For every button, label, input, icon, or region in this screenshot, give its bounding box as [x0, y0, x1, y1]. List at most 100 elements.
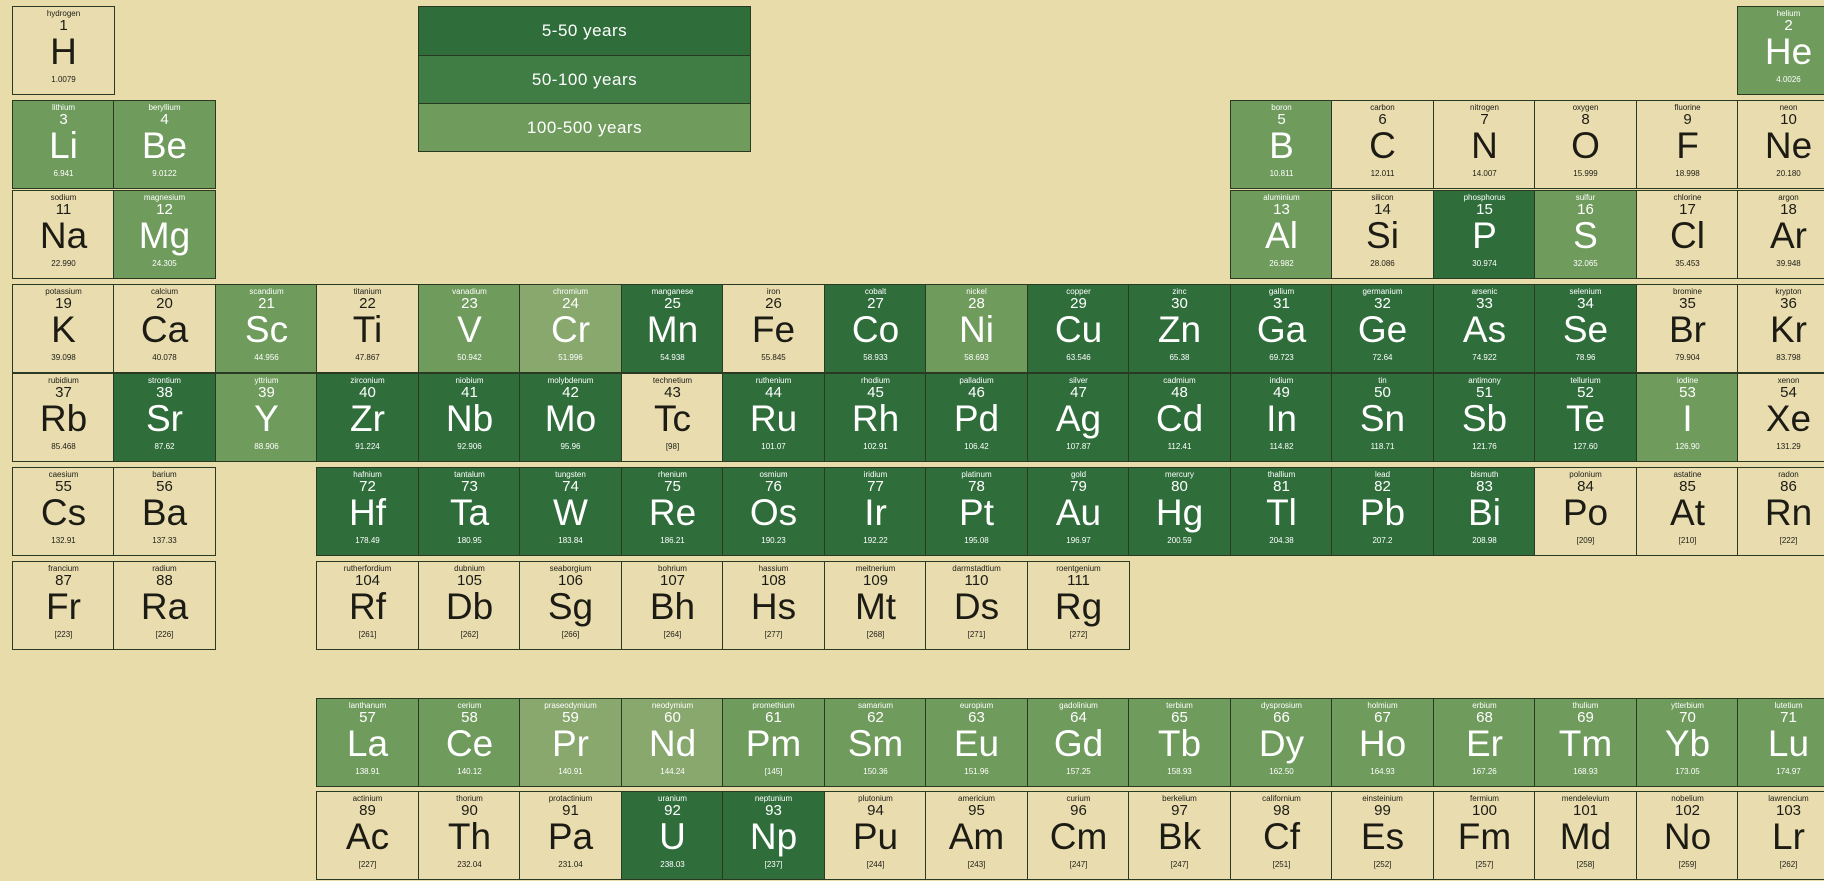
- element-name: lanthanum: [348, 701, 387, 710]
- atomic-mass: 9.0122: [152, 169, 177, 178]
- element-name: cadmium: [1163, 376, 1196, 385]
- element-symbol: Pb: [1359, 492, 1406, 533]
- atomic-number: 49: [1273, 384, 1290, 401]
- element-name: iron: [766, 287, 781, 296]
- atomic-mass: 162.50: [1269, 767, 1294, 776]
- atomic-number: 64: [1070, 709, 1087, 726]
- element-symbol: Zr: [350, 398, 385, 439]
- element-symbol: Er: [1466, 723, 1503, 764]
- element-symbol: Ti: [352, 309, 383, 350]
- element-symbol: N: [1471, 125, 1498, 166]
- element-name: copper: [1066, 287, 1091, 296]
- element-name: gold: [1070, 470, 1087, 479]
- atomic-number: 40: [359, 384, 376, 401]
- atomic-mass: [247]: [1170, 860, 1189, 869]
- element-name: selenium: [1569, 287, 1602, 296]
- element-symbol: Cs: [40, 492, 87, 533]
- atomic-mass: 69.723: [1269, 353, 1294, 362]
- atomic-mass: 6.941: [53, 169, 74, 178]
- element-name: beryllium: [148, 103, 181, 112]
- atomic-mass: 192.22: [863, 536, 888, 545]
- atomic-number: 52: [1577, 384, 1594, 401]
- atomic-number: 82: [1374, 478, 1391, 495]
- element-symbol: Mo: [544, 398, 597, 439]
- element-name: lithium: [51, 103, 76, 112]
- element-symbol: Sg: [547, 586, 594, 627]
- atomic-number: 18: [1780, 201, 1797, 218]
- atomic-number: 77: [867, 478, 884, 495]
- element-symbol: Si: [1366, 215, 1399, 256]
- atomic-number: 97: [1171, 802, 1188, 819]
- element-symbol: Kr: [1770, 309, 1807, 350]
- element-name: vanadium: [452, 287, 487, 296]
- element-symbol: Ta: [449, 492, 490, 533]
- element-name: thorium: [456, 794, 483, 803]
- atomic-number: 4: [160, 111, 169, 128]
- element-symbol: Cr: [550, 309, 591, 350]
- atomic-mass: 151.96: [964, 767, 989, 776]
- element-name: germanium: [1362, 287, 1403, 296]
- element-symbol: O: [1571, 125, 1600, 166]
- element-name: manganese: [651, 287, 694, 296]
- element-symbol: Rn: [1764, 492, 1813, 533]
- atomic-number: 93: [765, 802, 782, 819]
- element-symbol: C: [1369, 125, 1396, 166]
- element-symbol: Pa: [547, 816, 594, 857]
- atomic-number: 50: [1374, 384, 1391, 401]
- atomic-mass: [266]: [561, 630, 580, 639]
- atomic-mass: 91.224: [355, 442, 380, 451]
- atomic-mass: 107.87: [1066, 442, 1091, 451]
- element-name: americium: [958, 794, 995, 803]
- atomic-mass: 14.007: [1472, 169, 1497, 178]
- element-symbol: Pd: [953, 398, 1000, 439]
- atomic-number: 84: [1577, 478, 1594, 495]
- element-symbol: Lu: [1767, 723, 1810, 764]
- atomic-mass: 195.08: [964, 536, 989, 545]
- element-symbol: Be: [141, 125, 188, 166]
- legend: 5-50 years 50-100 years 100-500 years: [418, 6, 751, 152]
- element-name: indium: [1269, 376, 1294, 385]
- atomic-mass: [272]: [1069, 630, 1088, 639]
- element-name: einsteinium: [1362, 794, 1403, 803]
- element-symbol: Ag: [1055, 398, 1102, 439]
- atomic-number: 15: [1476, 201, 1493, 218]
- atomic-mass: 178.49: [355, 536, 380, 545]
- element-name: iodine: [1676, 376, 1699, 385]
- atomic-mass: 15.999: [1573, 169, 1598, 178]
- atomic-number: 46: [968, 384, 985, 401]
- atomic-number: 86: [1780, 478, 1797, 495]
- element-symbol: Os: [749, 492, 798, 533]
- atomic-mass: [271]: [967, 630, 986, 639]
- atomic-number: 25: [664, 295, 681, 312]
- atomic-mass: [264]: [663, 630, 682, 639]
- element-name: europium: [959, 701, 994, 710]
- atomic-number: 59: [562, 709, 579, 726]
- element-symbol: S: [1573, 215, 1598, 256]
- atomic-number: 85: [1679, 478, 1696, 495]
- atomic-mass: 40.078: [152, 353, 177, 362]
- element-name: berkelium: [1162, 794, 1197, 803]
